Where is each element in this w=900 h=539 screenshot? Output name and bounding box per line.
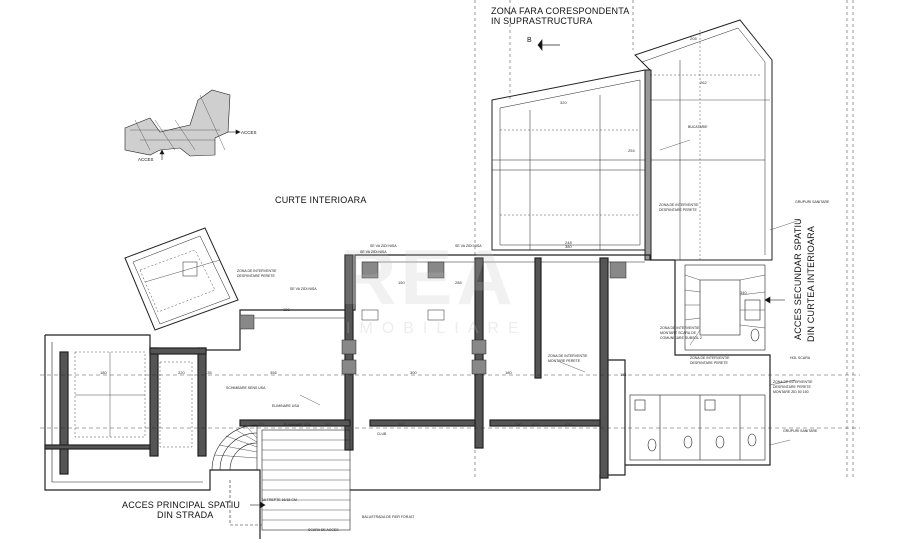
dim-label: 151 (620, 372, 627, 377)
dim-label: 356 (270, 370, 277, 375)
intervention-1b: DESFIINTARE PERETE (237, 274, 275, 278)
steps-note: 16 TREPTE 16/18 CM (262, 498, 297, 502)
dim-label: 251 (258, 422, 265, 427)
toilets-top-note: GRUPURI SANITARE (795, 200, 830, 204)
intervention-5b: DESFIINTARE PERETE (690, 361, 728, 365)
dim-label: 248 (565, 240, 572, 245)
dim-label: 254 (628, 148, 635, 153)
club-note: CLUB (377, 432, 387, 436)
intervention-6b: DESFIINTARE PERETE (773, 385, 811, 389)
dim-label: 387 (398, 422, 405, 427)
upper-wing (491, 19, 773, 261)
intervention-1: ZONA DE INTERVENTIE (237, 269, 277, 273)
intervention-3b: MONTARE SCARA DE (660, 331, 696, 335)
stair-access-note: SCARA DE ACCES (308, 528, 339, 532)
dim-label: 220 (178, 370, 185, 375)
zone-dash-lines (474, 0, 854, 480)
door-remove-note-2: ELIMINARE USA (284, 423, 312, 427)
dim-label: 180 (100, 370, 107, 375)
dim-label: 285 (455, 280, 462, 285)
wall-note-2: SE VA ZIDI NISA (455, 244, 482, 248)
intervention-4: ZONA DE INTERVENTIE (548, 354, 588, 358)
courtyard-annex (124, 227, 239, 331)
door-remove-note: ELIMINARE USA (272, 404, 300, 408)
leaders (299, 139, 801, 446)
wall-note-3: SE VA ZIDI NISA (360, 250, 387, 254)
toilets-bottom-note: GRUPURI SANITARE (783, 429, 818, 433)
intervention-5: ZONA DE INTERVENTIE (690, 356, 730, 360)
secondary-access-label: ACCES SECUNDAR SPATIU (793, 218, 803, 340)
secondary-stair (684, 264, 785, 351)
stair-hall-note: HOL SCARA (790, 356, 811, 360)
railing-note: BALUSTRADA DE FIER FORJAT (362, 515, 415, 519)
dim-label: 402 (532, 422, 539, 427)
intervention-4b: MONTARE PERETE (548, 359, 581, 363)
dim-label: 205 (690, 36, 697, 41)
dim-label: 180 (505, 370, 512, 375)
intervention-6: ZONA DE INTERVENTIE (773, 380, 813, 384)
dim-label: 420 (565, 422, 572, 427)
key-access-right: ACCES (241, 130, 257, 135)
dim-label: 290 (515, 422, 522, 427)
wall-note-1: SE VA ZIDI NISA (370, 244, 397, 248)
dim-label: 380 (565, 244, 572, 249)
watermark-brand: REA (340, 233, 517, 321)
plan-lines (40, 0, 860, 539)
wall-note-4: SE VA ZIDI NISA (290, 287, 317, 291)
section-marker-label: B (527, 37, 532, 44)
main-floor (40, 254, 860, 539)
dim-label: 300 (410, 370, 417, 375)
main-stair (211, 424, 351, 531)
secondary-access-label-2: DIN CURTEA INTERIOARA (806, 225, 816, 342)
intervention-6c: MONTARE ZID 50 150 (773, 390, 809, 394)
watermark-sub: IMOBILIARE (346, 320, 528, 337)
dim-label: 150 (398, 280, 405, 285)
key-plan (124, 89, 241, 160)
dim-label: 262 (700, 80, 707, 85)
intervention-3c: COMUNICARE SUBSOL 2 (660, 336, 702, 340)
intervention-3: ZONA DE INTERVENTIE (660, 326, 700, 330)
section-marker (537, 39, 560, 51)
courtyard-label: CURTE INTERIOARA (275, 195, 367, 205)
dim-label: 135 (205, 370, 212, 375)
dim-label: 320 (560, 100, 567, 105)
zone-no-match-label: ZONA FARA CORESPONDENTA (491, 6, 630, 16)
dim-label: 263 (325, 422, 332, 427)
key-access-left: ACCES (138, 157, 154, 162)
intervention-2: ZONA DE INTERVENTIE (659, 203, 699, 207)
dim-label: 120 (283, 307, 290, 312)
zone-no-match-label-2: IN SUPRASTRUCTURA (491, 16, 593, 26)
door-change-note: SCHIMBARE SENS USA (226, 386, 266, 390)
intervention-2b: DESFIINTARE PERETE (659, 208, 697, 212)
dim-label: 340 (740, 290, 747, 295)
left-room-detail (74, 351, 193, 448)
sanitary-block (629, 299, 766, 461)
kitchen-note: BUCATARIE (688, 125, 708, 129)
main-access-label-2: DIN STRADA (157, 510, 214, 520)
main-access-label: ACCES PRINCIPAL SPATIU (122, 500, 241, 510)
